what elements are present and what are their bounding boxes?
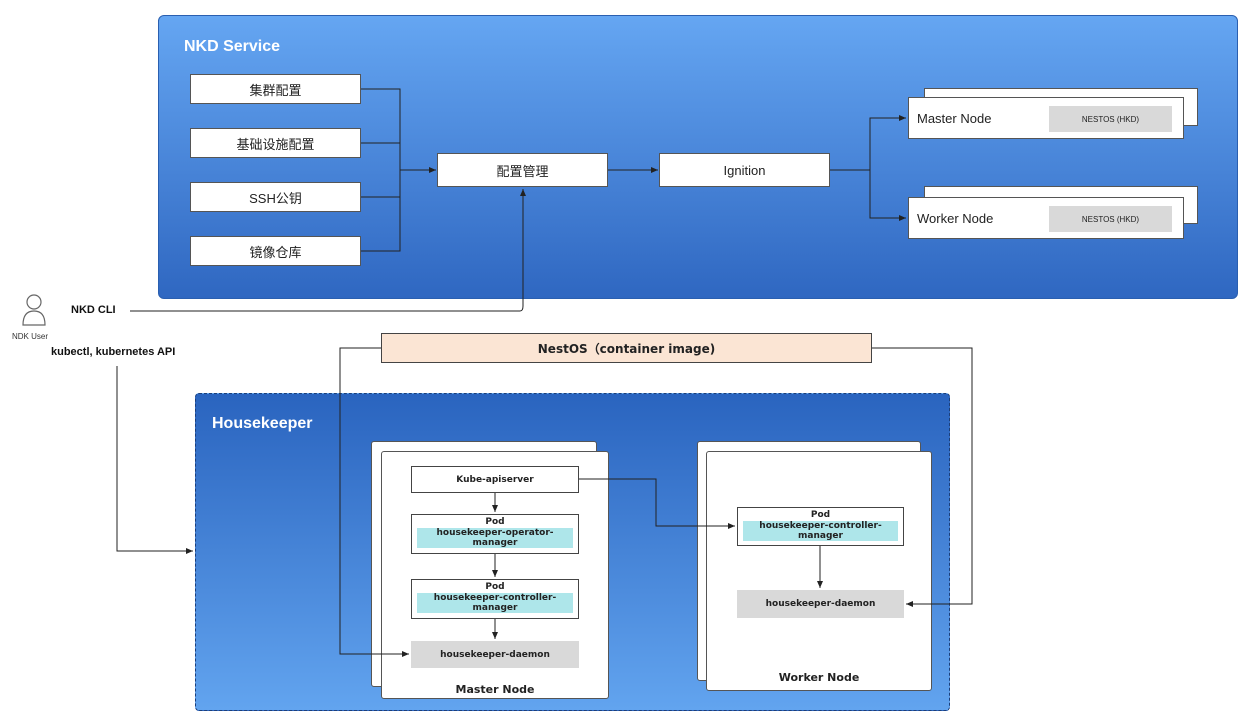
- ignition-box: Ignition: [659, 153, 830, 187]
- worker-daemon-box: housekeeper-daemon: [737, 590, 904, 618]
- kubectl-api-label: kubectl, kubernetes API: [51, 346, 176, 358]
- connector: [869, 170, 906, 221]
- cluster-config-box: 集群配置: [190, 74, 361, 104]
- kube-apiserver-box: Kube-apiserver: [411, 466, 579, 493]
- infra-config-box: 基础设施配置: [190, 128, 361, 158]
- pod-title: Pod: [485, 582, 505, 592]
- nestos-hkd-tag: NESTOS (HKD): [1049, 206, 1172, 232]
- pod-name: housekeeper-controller-manager: [417, 593, 573, 613]
- master-node-label: Master Node: [917, 110, 992, 126]
- connector: [361, 88, 401, 252]
- operator-manager-pod: Pod housekeeper-operator-manager: [411, 514, 579, 554]
- master-node-box: Master Node NESTOS (HKD): [908, 97, 1184, 139]
- nestos-container-image-box: NestOS（container image): [381, 333, 872, 363]
- worker-node-caption: Worker Node: [778, 671, 860, 684]
- worker-controller-manager-pod: Pod housekeeper-controller-manager: [737, 507, 904, 546]
- connector: [339, 347, 409, 657]
- user-label: NDK User: [12, 332, 49, 341]
- nestos-hkd-tag: NESTOS (HKD): [1049, 106, 1172, 132]
- connector: [116, 366, 193, 554]
- nkd-service-title: NKD Service: [184, 38, 281, 55]
- master-controller-manager-pod: Pod housekeeper-controller-manager: [411, 579, 579, 619]
- pod-title: Pod: [485, 517, 505, 527]
- worker-node-box: Worker Node NESTOS (HKD): [908, 197, 1184, 239]
- image-registry-box: 镜像仓库: [190, 236, 361, 266]
- connector: [130, 189, 526, 312]
- master-daemon-box: housekeeper-daemon: [411, 641, 579, 668]
- housekeeper-worker-node-card: [706, 451, 932, 691]
- config-management-box: 配置管理: [437, 153, 608, 187]
- connector: [872, 347, 973, 607]
- master-node-caption: Master Node: [455, 683, 535, 696]
- ssh-key-box: SSH公钥: [190, 182, 361, 212]
- worker-node-label: Worker Node: [917, 210, 994, 226]
- pod-name: housekeeper-operator-manager: [417, 528, 573, 548]
- housekeeper-title: Housekeeper: [212, 415, 313, 432]
- user-icon: [20, 293, 48, 327]
- nkd-cli-label: NKD CLI: [71, 304, 116, 316]
- connector: [579, 478, 735, 529]
- pod-name: housekeeper-controller-manager: [743, 521, 898, 541]
- pod-title: Pod: [810, 510, 831, 520]
- connector: [830, 115, 906, 171]
